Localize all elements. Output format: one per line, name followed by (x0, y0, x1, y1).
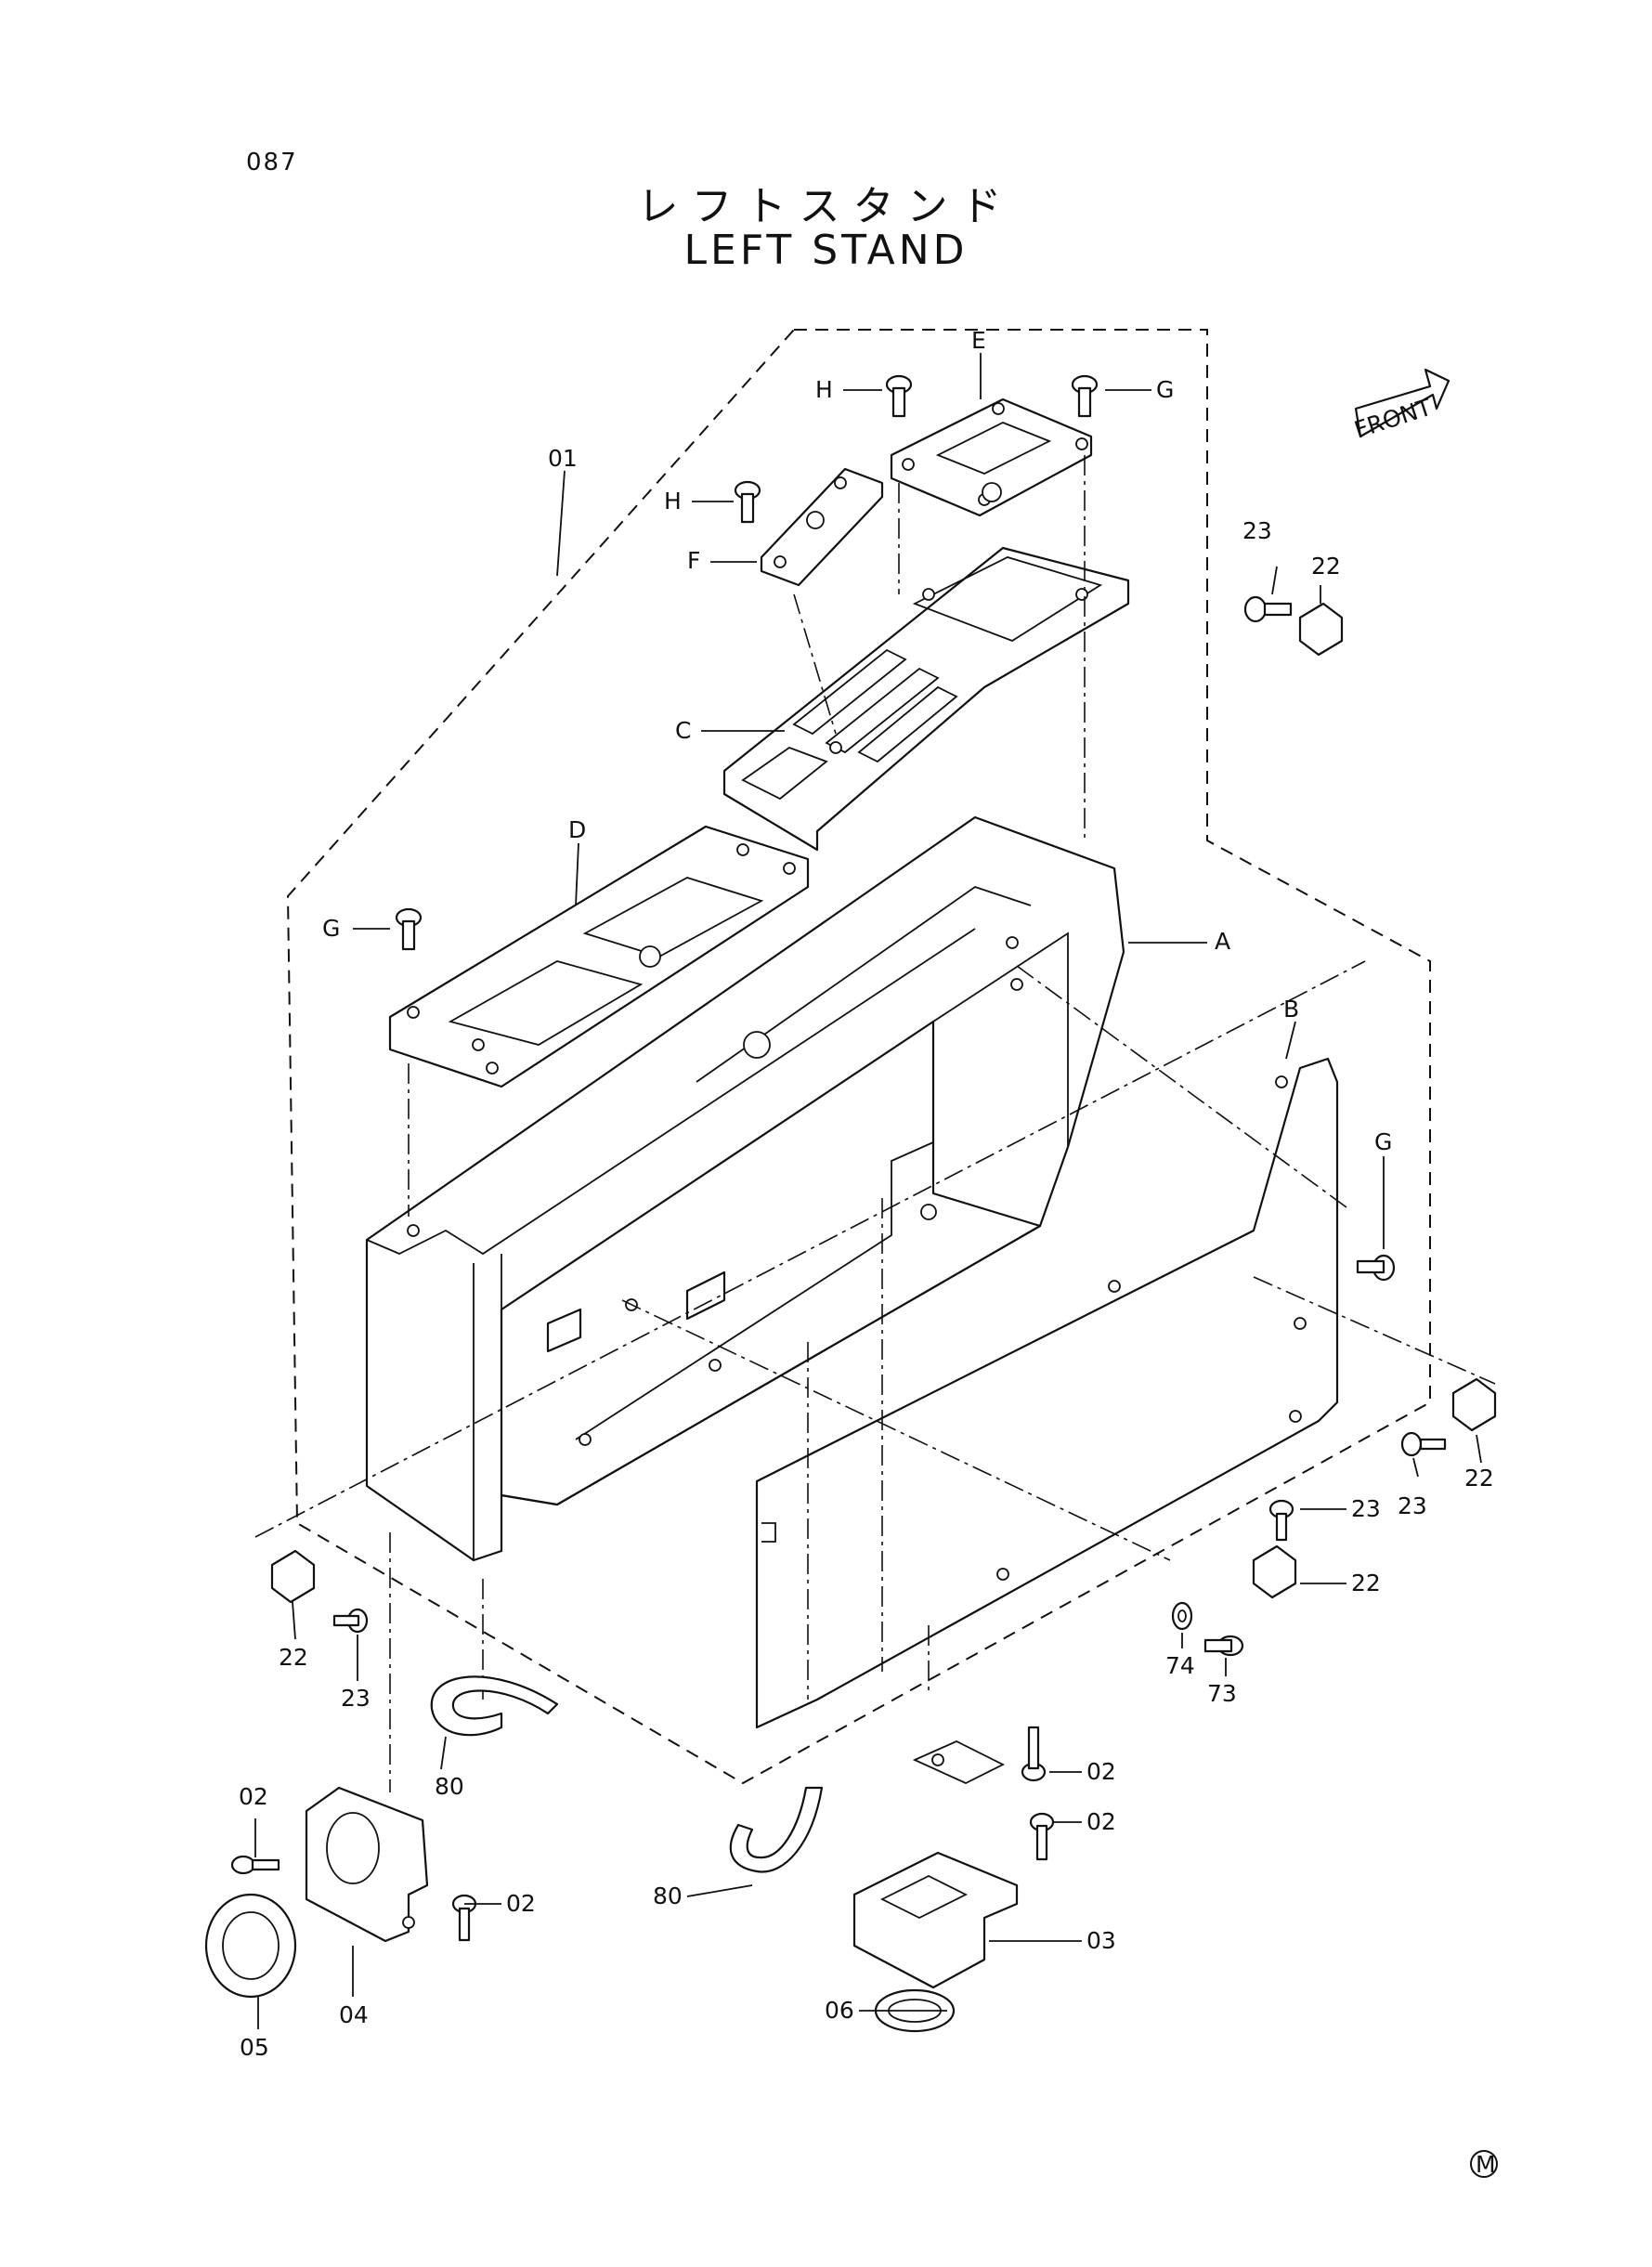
part-c-top-cover (722, 546, 1130, 852)
label-g: G (322, 915, 340, 942)
label-23: 23 (341, 1685, 371, 1712)
label-b: B (1283, 996, 1299, 1023)
label-g: G (1374, 1128, 1392, 1155)
label-22: 22 (279, 1644, 308, 1671)
bolt-icon (734, 480, 761, 524)
leader-lines (254, 353, 1482, 2029)
label-04: 04 (339, 2001, 369, 2028)
label-f: F (687, 547, 700, 574)
clip-icon (1451, 1377, 1497, 1432)
part-f-plate (760, 467, 884, 587)
label-05: 05 (240, 2034, 269, 2061)
label-02: 02 (506, 1890, 536, 1917)
label-h: H (664, 488, 682, 515)
label-80: 80 (653, 1883, 683, 1909)
title-japanese: レフトスタンド (637, 183, 1015, 230)
label-g: G (1156, 376, 1174, 403)
circled-m-letter: M (1476, 2151, 1496, 2178)
page-number: 087 (246, 149, 298, 176)
label-22: 22 (1464, 1465, 1494, 1492)
label-03: 03 (1086, 1927, 1116, 1954)
label-80: 80 (435, 1773, 464, 1800)
bolt-icon (1356, 1254, 1396, 1282)
label-22: 22 (1351, 1570, 1381, 1596)
label-c: C (675, 717, 691, 744)
bolt-icon (1203, 1635, 1244, 1657)
label-74: 74 (1165, 1652, 1195, 1679)
part-a-main-frame (365, 815, 1125, 1562)
circled-m-mark: M (1470, 2150, 1498, 2178)
label-06: 06 (825, 1997, 854, 2024)
bolt-icon (395, 907, 423, 951)
part-03-bracket (852, 1740, 1019, 1989)
assembly-01-boundary (286, 329, 1431, 1785)
label-h: H (815, 376, 833, 403)
bolt-icon (885, 374, 913, 418)
centerline (793, 593, 837, 735)
label-02: 02 (239, 1783, 268, 1810)
front-arrow-icon: FRONT (1351, 368, 1450, 444)
bolt-icon (1243, 595, 1293, 623)
label-d: D (568, 816, 586, 843)
part-b-side-panel (755, 1057, 1339, 1729)
label-23: 23 (1242, 517, 1272, 544)
label-02: 02 (1086, 1808, 1116, 1835)
label-23: 23 (1351, 1495, 1381, 1522)
label-e: E (971, 327, 986, 354)
centerline (1253, 1276, 1496, 1385)
part-d-cover (388, 825, 810, 1088)
washer-icon (1171, 1601, 1193, 1631)
clip-icon (1298, 602, 1344, 657)
clip-icon (270, 1549, 316, 1604)
bolt-icon (1268, 1499, 1294, 1542)
part-05-seal (204, 1893, 297, 1999)
bolt-icon (451, 1894, 477, 1942)
centerline (621, 1299, 1171, 1561)
label-23: 23 (1398, 1492, 1427, 1519)
bolt-icon (230, 1855, 280, 1875)
bolt-icon (1400, 1431, 1447, 1457)
part-e-plate (890, 397, 1093, 517)
clip-icon (1252, 1544, 1297, 1599)
label-01: 01 (548, 445, 578, 472)
grommet-80-icon (430, 1675, 559, 1737)
bolt-icon (1071, 374, 1099, 418)
label-a: A (1215, 928, 1230, 955)
label-22: 22 (1311, 553, 1341, 580)
bolt-icon (332, 1608, 369, 1634)
title-english: LEFT STAND (683, 227, 969, 274)
bolt-icon (1021, 1726, 1047, 1782)
bolt-icon (1029, 1812, 1055, 1861)
centerline (1016, 965, 1347, 1208)
part-04-bracket (305, 1786, 429, 1943)
centerline (254, 960, 1366, 1538)
grommet-80-icon (729, 1786, 824, 1873)
label-02: 02 (1086, 1758, 1116, 1785)
label-73: 73 (1207, 1680, 1237, 1707)
